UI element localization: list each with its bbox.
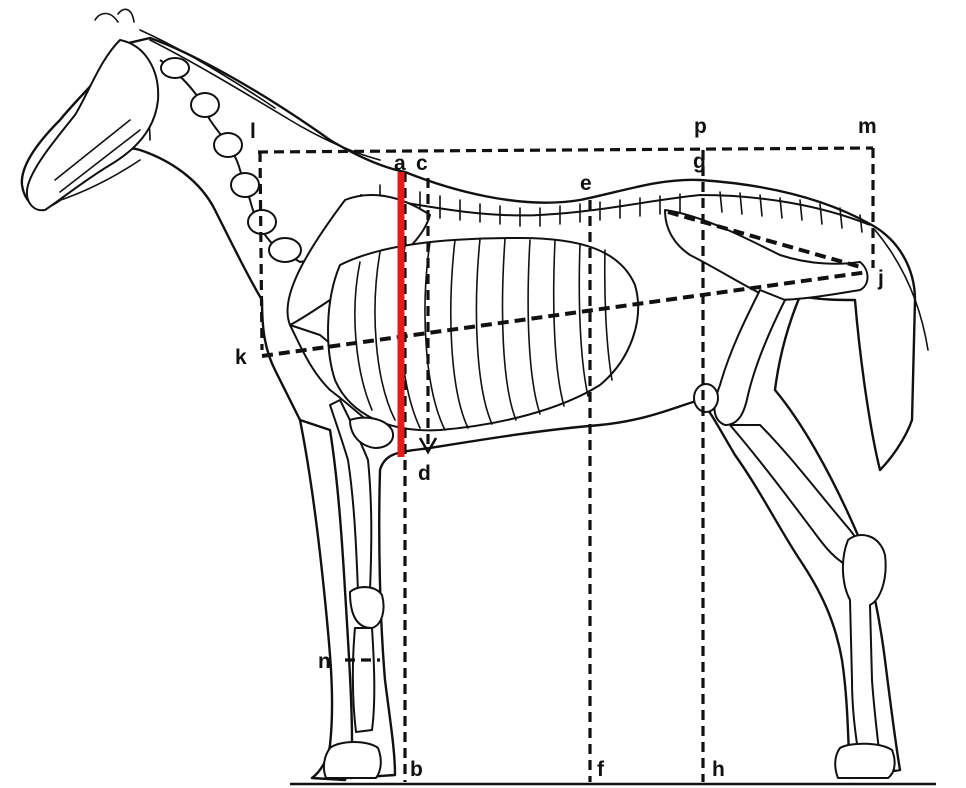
label-k: k: [235, 346, 247, 369]
label-f: f: [597, 758, 605, 781]
label-d: d: [418, 462, 431, 485]
label-g: g: [693, 150, 706, 173]
label-a: a: [394, 152, 406, 175]
label-c: c: [416, 152, 428, 175]
label-b: b: [410, 758, 423, 781]
label-n: n: [318, 650, 331, 673]
label-l: l: [250, 120, 256, 143]
label-p: p: [694, 115, 707, 138]
label-e: e: [580, 172, 592, 195]
label-h: h: [712, 758, 725, 781]
label-j: j: [877, 267, 884, 290]
label-m: m: [858, 115, 877, 138]
